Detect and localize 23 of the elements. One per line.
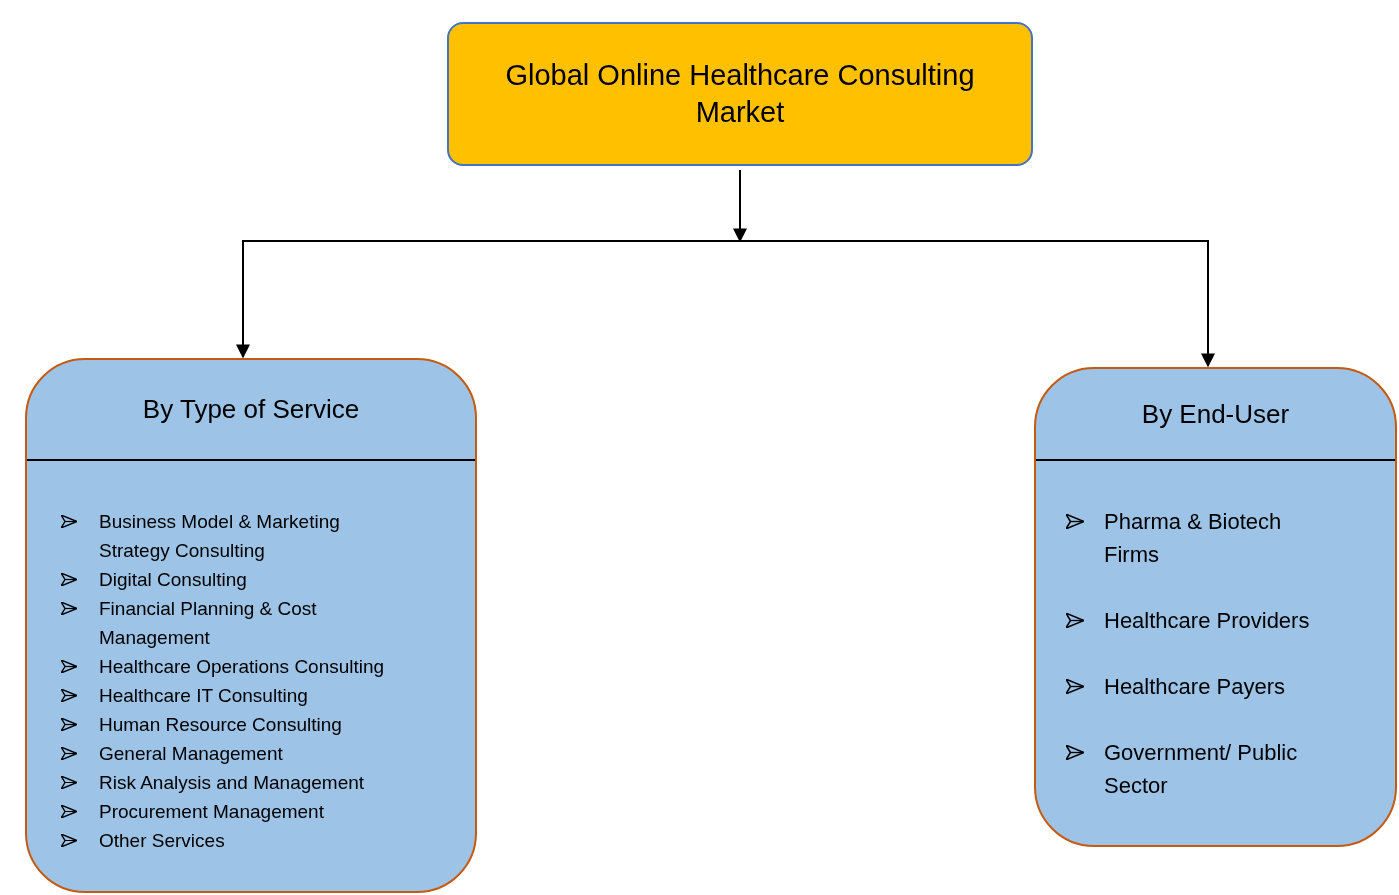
list-item: Healthcare Providers bbox=[1104, 607, 1310, 635]
list-item: Human Resource Consulting bbox=[99, 713, 342, 737]
category-panel bbox=[1034, 367, 1397, 847]
panel-heading: By End-User bbox=[1141, 397, 1290, 431]
list-item: Other Services bbox=[99, 829, 225, 853]
list-item: General Management bbox=[99, 742, 283, 766]
panel-heading: By Type of Service bbox=[142, 393, 360, 426]
category-panel bbox=[25, 358, 477, 893]
list-item: Procurement Management bbox=[99, 800, 324, 824]
list-item: Healthcare Payers bbox=[1104, 673, 1285, 701]
arrow bbox=[739, 240, 1215, 368]
list-item: Pharma & Biotech Firms bbox=[1104, 508, 1283, 569]
list-item: Business Model & Marketing Strategy Consulting bbox=[99, 510, 341, 563]
list-item: Risk Analysis and Management bbox=[99, 771, 365, 795]
list-item: Healthcare Operations Consulting bbox=[99, 655, 385, 679]
list-item: Digital Consulting bbox=[99, 568, 247, 592]
arrow bbox=[236, 240, 741, 359]
list-item: Financial Planning & Cost Management bbox=[99, 597, 318, 650]
arrow bbox=[733, 169, 747, 243]
market-title-box bbox=[447, 22, 1033, 166]
list-item: Government/ Public Sector bbox=[1104, 739, 1299, 800]
list-item: Healthcare IT Consulting bbox=[99, 684, 308, 708]
box-title: Global Online Healthcare Consulting Market bbox=[504, 58, 976, 130]
